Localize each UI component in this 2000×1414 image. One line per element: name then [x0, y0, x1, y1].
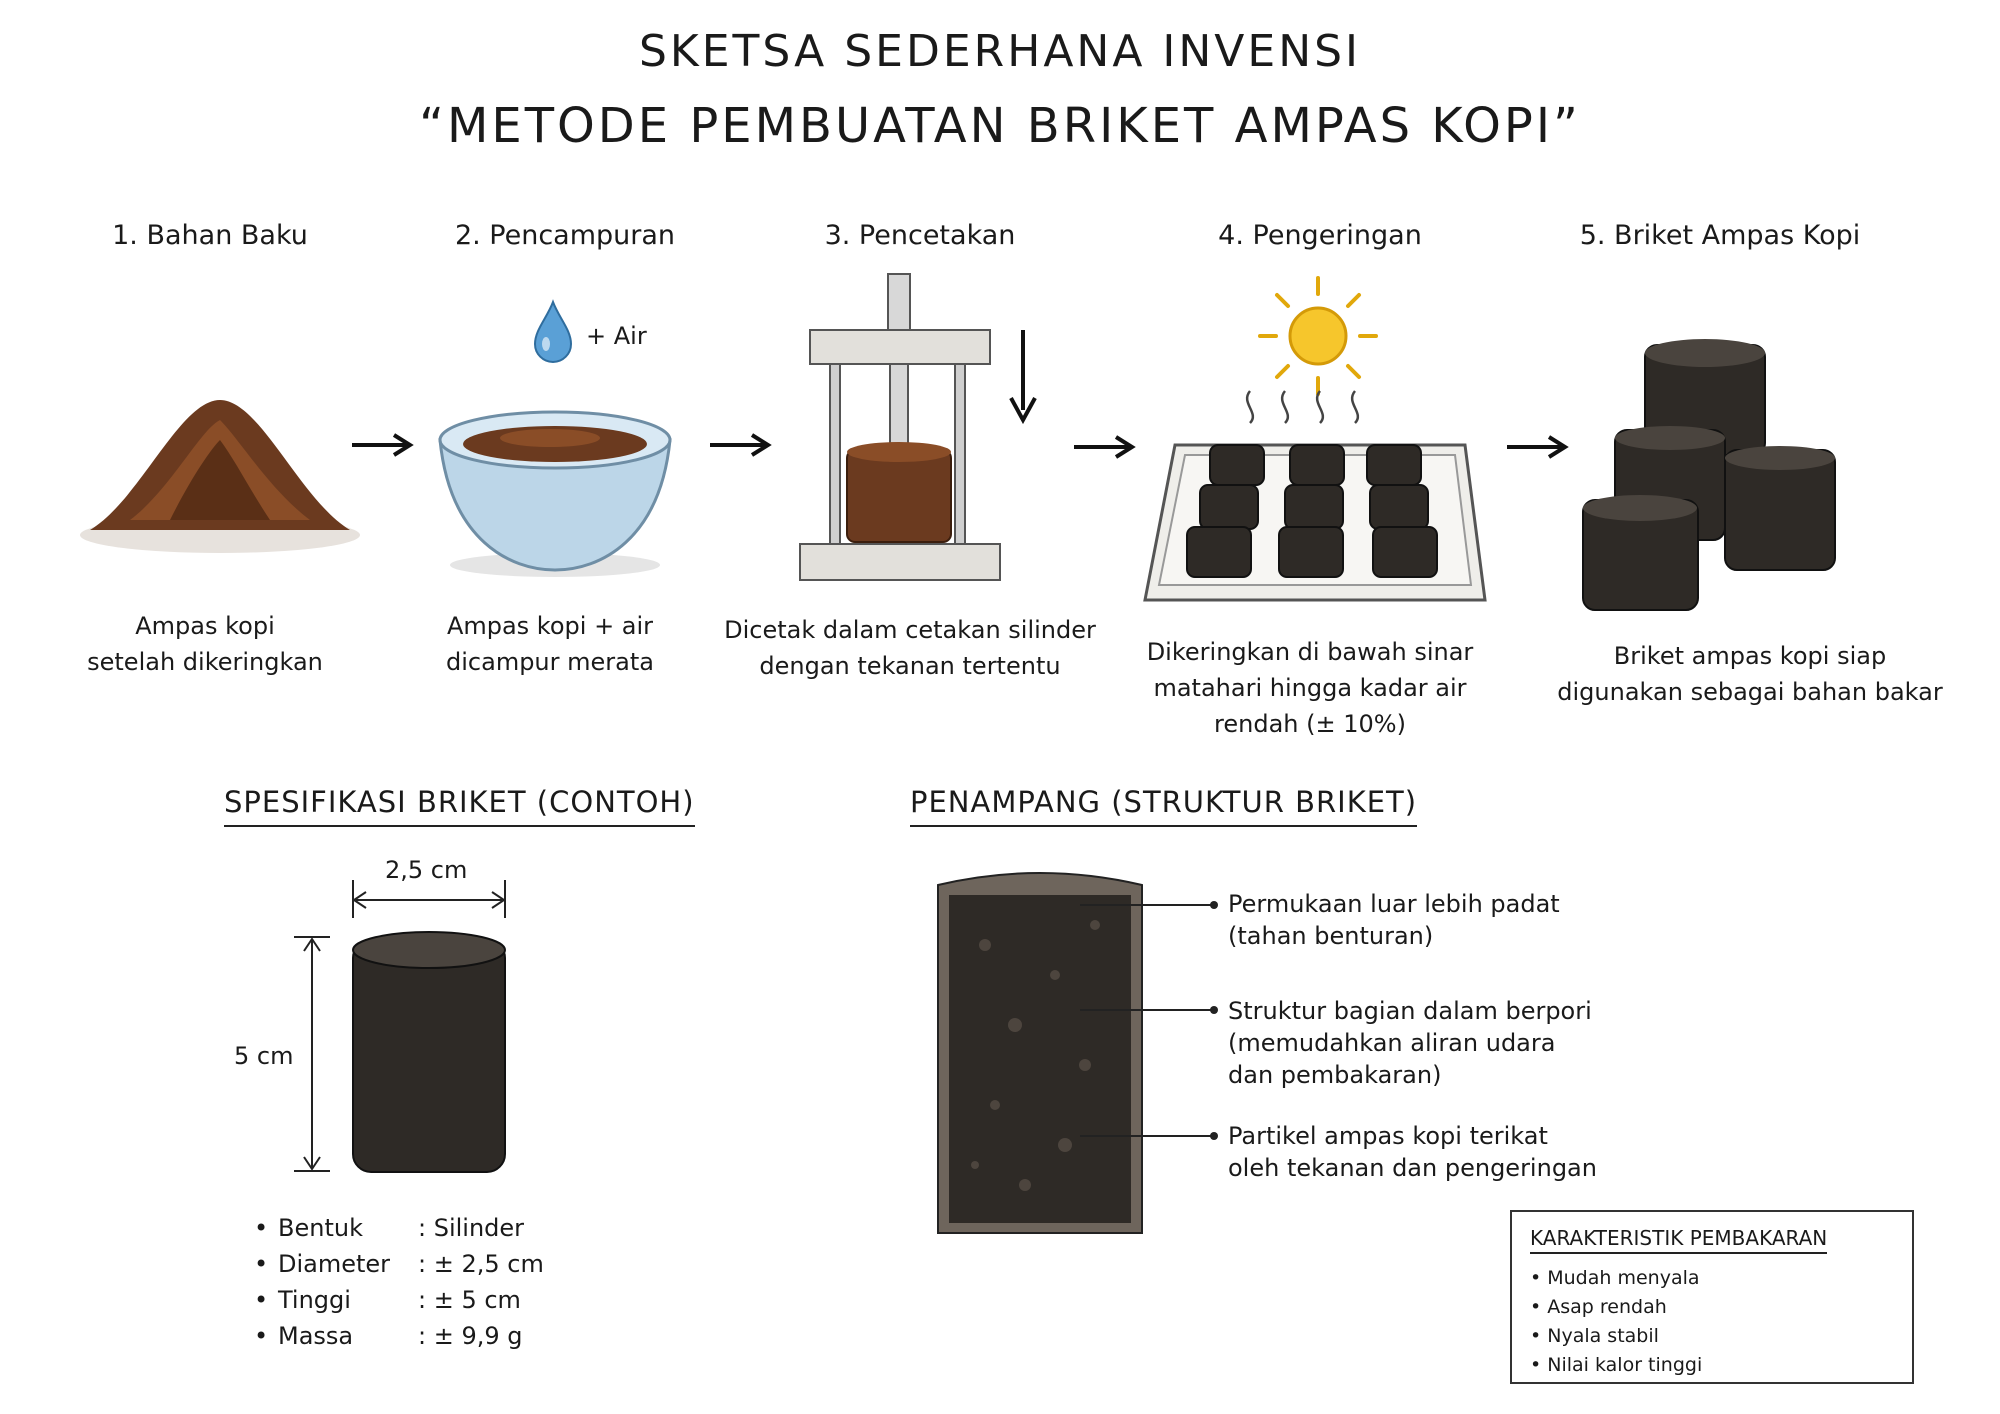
callout-line: oleh tekanan dan pengeringan	[1228, 1154, 1597, 1182]
spec-value: : Silinder	[418, 1214, 525, 1242]
dim-width-label: 2,5 cm	[385, 856, 468, 884]
bullet-icon: •	[254, 1214, 269, 1242]
callout-particles: Partikel ampas kopi terikat oleh tekanan…	[1228, 1120, 1608, 1184]
callout-line: dan pembakaran)	[1228, 1061, 1442, 1089]
step-4-desc-line: rendah (± 10%)	[1214, 710, 1406, 738]
briquette-press-illustration	[799, 273, 1037, 581]
briquette-stack-illustration	[1582, 339, 1836, 611]
spec-key: Tinggi	[278, 1286, 351, 1314]
step-3-description: Dicetak dalam cetakan silinder dengan te…	[690, 612, 1130, 684]
step-4-description: Dikeringkan di bawah sinar matahari hing…	[1090, 634, 1530, 742]
step-3-label: 3. Pencetakan	[824, 220, 1016, 251]
dim-width-arrow	[352, 880, 506, 918]
step-5-label: 5. Briket Ampas Kopi	[1579, 220, 1861, 251]
step-4-desc-line: matahari hingga kadar air	[1153, 674, 1467, 702]
callout-inner-structure: Struktur bagian dalam berpori (memudahka…	[1228, 995, 1608, 1091]
burn-item: • Nilai kalor tinggi	[1530, 1351, 1894, 1380]
step-1-description: Ampas kopi setelah dikeringkan	[0, 608, 425, 680]
spec-row: • Massa : ± 9,9 g	[254, 1318, 578, 1354]
spec-key: Diameter	[278, 1250, 391, 1278]
flow-arrow-2	[710, 433, 772, 457]
burn-item: • Mudah menyala	[1530, 1264, 1894, 1293]
flow-arrow-1	[352, 433, 414, 457]
water-drop-icon	[533, 299, 573, 363]
step-3-desc-line: Dicetak dalam cetakan silinder	[724, 616, 1096, 644]
spec-row: • Bentuk : Silinder	[254, 1210, 578, 1246]
spec-key: Bentuk	[278, 1214, 363, 1242]
briquette-cylinder-illustration	[352, 931, 506, 1173]
spec-value: : ± 9,9 g	[418, 1322, 523, 1350]
title-line-1: SKETSA SEDERHANA INVENSI	[638, 26, 1362, 77]
spec-key: Massa	[278, 1322, 354, 1350]
step-2-desc-line: dicampur merata	[446, 648, 654, 676]
bullet-icon: •	[1530, 1296, 1548, 1318]
step-4-desc-line: Dikeringkan di bawah sinar	[1146, 638, 1474, 666]
heat-waves-icon	[1245, 390, 1360, 424]
dim-height-label: 5 cm	[234, 1042, 294, 1070]
burn-characteristics-box: KARAKTERISTIK PEMBAKARAN • Mudah menyala…	[1510, 1210, 1914, 1384]
spec-row: • Tinggi : ± 5 cm	[254, 1282, 578, 1318]
water-label: + Air	[586, 322, 647, 350]
burn-item-text: Asap rendah	[1547, 1296, 1667, 1318]
callout-leader-3	[1080, 1132, 1218, 1140]
cross-section-heading: PENAMPANG (STRUKTUR BRIKET)	[910, 785, 1418, 827]
callout-outer-surface: Permukaan luar lebih padat (tahan bentur…	[1228, 888, 1608, 952]
spec-row: • Diameter : ± 2,5 cm	[254, 1246, 578, 1282]
bullet-icon: •	[254, 1250, 269, 1278]
drying-tray-illustration	[1143, 443, 1487, 602]
bullet-icon: •	[1530, 1354, 1548, 1376]
spec-value: : ± 5 cm	[418, 1286, 521, 1314]
briquette-cross-section-illustration	[937, 872, 1143, 1234]
burn-item: • Asap rendah	[1530, 1293, 1894, 1322]
title-line-2: “METODE PEMBUATAN BRIKET AMPAS KOPI”	[419, 98, 1581, 154]
step-5-desc-line: digunakan sebagai bahan bakar	[1557, 678, 1943, 706]
burn-item: • Nyala stabil	[1530, 1322, 1894, 1351]
callout-line: Permukaan luar lebih padat	[1228, 890, 1560, 918]
callout-line: Struktur bagian dalam berpori	[1228, 997, 1592, 1025]
step-5-desc-line: Briket ampas kopi siap	[1613, 642, 1887, 670]
burn-characteristics-heading: KARAKTERISTIK PEMBAKARAN	[1530, 1226, 1828, 1254]
sun-icon	[1258, 276, 1378, 396]
step-1-label: 1. Bahan Baku	[112, 220, 308, 251]
step-2-desc-line: Ampas kopi + air	[446, 612, 654, 640]
bullet-icon: •	[254, 1286, 269, 1314]
spec-value: : ± 2,5 cm	[418, 1250, 544, 1278]
step-1-desc-line: Ampas kopi	[135, 612, 275, 640]
spec-list: • Bentuk : Silinder • Diameter : ± 2,5 c…	[254, 1210, 578, 1354]
burn-item-text: Nilai kalor tinggi	[1547, 1354, 1703, 1376]
callout-line: (memudahkan aliran udara	[1228, 1029, 1556, 1057]
flow-arrow-3	[1074, 435, 1136, 459]
step-3-desc-line: dengan tekanan tertentu	[759, 652, 1061, 680]
coffee-grounds-pile-illustration	[80, 400, 360, 553]
step-2-description: Ampas kopi + air dicampur merata	[330, 608, 770, 680]
callout-line: (tahan benturan)	[1228, 922, 1434, 950]
burn-item-text: Nyala stabil	[1547, 1325, 1659, 1347]
bullet-icon: •	[1530, 1267, 1548, 1289]
flow-arrow-4	[1507, 435, 1569, 459]
step-1-desc-line: setelah dikeringkan	[87, 648, 323, 676]
step-4-label: 4. Pengeringan	[1218, 220, 1422, 251]
burn-item-text: Mudah menyala	[1547, 1267, 1700, 1289]
dim-height-arrow	[294, 936, 330, 1172]
mixing-bowl-illustration	[438, 410, 672, 577]
callout-line: Partikel ampas kopi terikat	[1228, 1122, 1548, 1150]
bullet-icon: •	[1530, 1325, 1548, 1347]
spec-heading: SPESIFIKASI BRIKET (CONTOH)	[224, 785, 695, 827]
step-2-label: 2. Pencampuran	[454, 220, 676, 251]
bullet-icon: •	[254, 1322, 269, 1350]
callout-leader-1	[1080, 901, 1218, 909]
callout-leader-2	[1080, 1006, 1218, 1014]
step-5-description: Briket ampas kopi siap digunakan sebagai…	[1510, 638, 1990, 710]
